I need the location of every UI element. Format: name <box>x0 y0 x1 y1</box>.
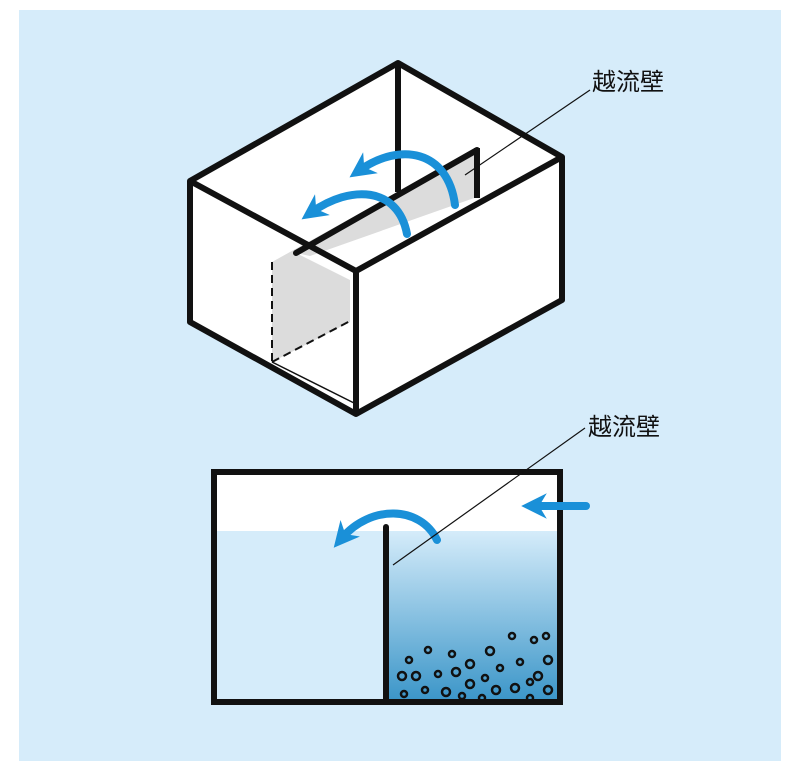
particle <box>490 684 502 696</box>
particle <box>464 658 476 670</box>
particle <box>423 645 433 655</box>
particle <box>529 635 539 645</box>
curved-arrow-left-icon <box>333 509 441 548</box>
particle <box>541 631 551 641</box>
hidden-edge-bottom <box>271 319 353 363</box>
particle <box>396 670 408 682</box>
curved-arrow-left-icon <box>349 150 459 209</box>
curved-arrow-left-icon <box>301 190 411 238</box>
left-chamber-water <box>214 531 386 702</box>
particle <box>450 666 462 678</box>
right-chamber-water <box>386 531 560 702</box>
left-face-inner-line <box>271 361 357 405</box>
particle <box>433 669 443 679</box>
particle <box>480 673 490 683</box>
bottom-leader-line <box>392 427 586 566</box>
top-weir-label: 越流壁 <box>592 68 664 96</box>
particle <box>420 685 430 695</box>
particle <box>410 670 422 682</box>
particle <box>542 684 554 696</box>
particle <box>532 670 544 682</box>
particle <box>542 654 554 666</box>
particle <box>440 686 452 698</box>
particle <box>484 645 496 657</box>
particle <box>495 663 505 673</box>
bottom-weir-label: 越流壁 <box>588 413 660 441</box>
particle <box>509 682 521 694</box>
tank-right-face <box>356 157 562 414</box>
particle <box>507 631 517 641</box>
particle <box>515 657 525 667</box>
particle <box>447 649 457 659</box>
particle <box>464 678 476 690</box>
particle <box>525 677 535 687</box>
isometric-tank: 越流壁 <box>187 60 664 417</box>
top-leader-line <box>464 89 591 176</box>
cross-section-tank: 越流壁 <box>211 413 660 705</box>
tank-section-outline <box>211 469 563 705</box>
particle <box>404 655 414 665</box>
particle <box>399 689 409 699</box>
